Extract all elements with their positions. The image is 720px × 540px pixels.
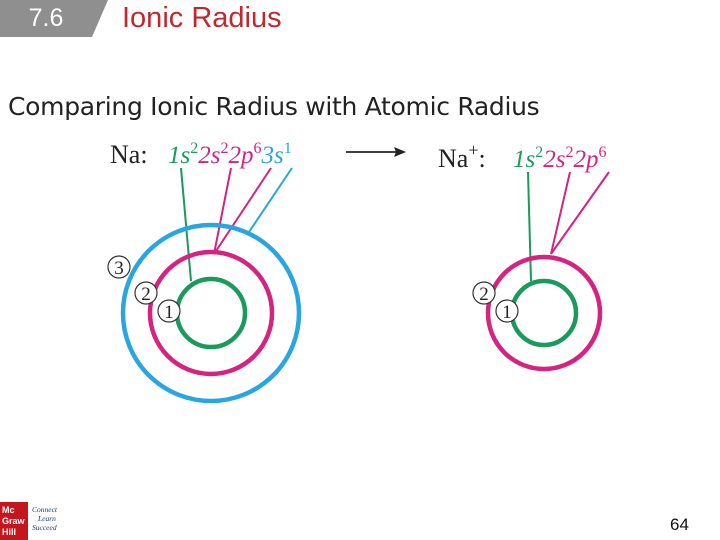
- page-number: 64: [670, 515, 689, 534]
- left-orbital-1s: 1s: [168, 142, 190, 169]
- left-shell-2: [147, 249, 275, 377]
- svg-text:Mc: Mc: [2, 505, 15, 515]
- section-tab-shape: [0, 0, 108, 37]
- right-orbital-2s: 2s: [543, 146, 565, 173]
- left-shell-label-2: 2: [134, 281, 158, 305]
- right-orbital-2s-exp: 2: [565, 144, 573, 161]
- left-species-label: Na:: [110, 140, 148, 169]
- svg-text:3: 3: [114, 258, 124, 279]
- right-leader-1s: [527, 171, 532, 282]
- left-configuration: 1s22s22p63s1: [168, 140, 292, 169]
- right-orbital-2p: 2p: [573, 146, 598, 173]
- left-orbital-1s-exp: 2: [190, 140, 198, 157]
- left-leader-1s: [180, 167, 192, 282]
- right-species: Na: [438, 144, 469, 173]
- svg-text:1: 1: [164, 302, 174, 323]
- svg-text:Connect: Connect: [32, 505, 58, 514]
- right-shell-1: [509, 278, 579, 348]
- section-tab: 7.6: [0, 0, 108, 37]
- left-orbital-2s-exp: 2: [220, 140, 228, 157]
- right-separator: :: [478, 144, 485, 173]
- svg-text:Graw: Graw: [2, 516, 26, 526]
- left-orbital-2s: 2s: [198, 142, 220, 169]
- left-shell-1: [174, 276, 248, 350]
- right-shell-2: [485, 254, 603, 372]
- left-shell-label-1: 1: [157, 299, 181, 323]
- left-orbital-2p-exp: 6: [253, 140, 261, 157]
- right-orbital-1s-exp: 2: [535, 144, 543, 161]
- left-orbital-3s-exp: 1: [284, 140, 292, 157]
- right-charge: +: [468, 140, 478, 160]
- svg-text:Hill: Hill: [2, 527, 16, 537]
- right-species-label: Na+:: [438, 140, 486, 173]
- svg-text:2: 2: [479, 284, 489, 305]
- slide-subtitle: Comparing Ionic Radius with Atomic Radiu…: [8, 92, 540, 121]
- left-leader-2s: [213, 167, 232, 255]
- slide-title: Ionic Radius: [122, 2, 282, 34]
- left-orbital-3s: 3s: [260, 142, 283, 169]
- left-shell-label-3: 3: [107, 255, 131, 279]
- right-shell-label-1: 1: [495, 299, 519, 323]
- right-configuration: 1s22s22p6: [513, 144, 606, 173]
- svg-text:2: 2: [141, 284, 151, 305]
- svg-text:Succeed: Succeed: [32, 523, 57, 532]
- left-orbital-2p: 2p: [228, 142, 253, 169]
- svg-text:Learn: Learn: [37, 514, 56, 523]
- transition-arrow: [346, 147, 406, 157]
- left-leader-3s: [248, 167, 293, 233]
- left-leader-2p: [213, 167, 272, 255]
- left-shell-3: [120, 222, 302, 404]
- right-leader-2p: [550, 171, 610, 255]
- right-orbital-2p-exp: 6: [598, 144, 606, 161]
- right-leader-2s: [550, 171, 571, 255]
- right-shell-label-2: 2: [472, 281, 496, 305]
- svg-text:1: 1: [502, 302, 512, 323]
- section-number: 7.6: [28, 4, 64, 32]
- publisher-logo: Mc Graw Hill Connect Learn Succeed: [0, 502, 58, 540]
- right-orbital-1s: 1s: [513, 146, 535, 173]
